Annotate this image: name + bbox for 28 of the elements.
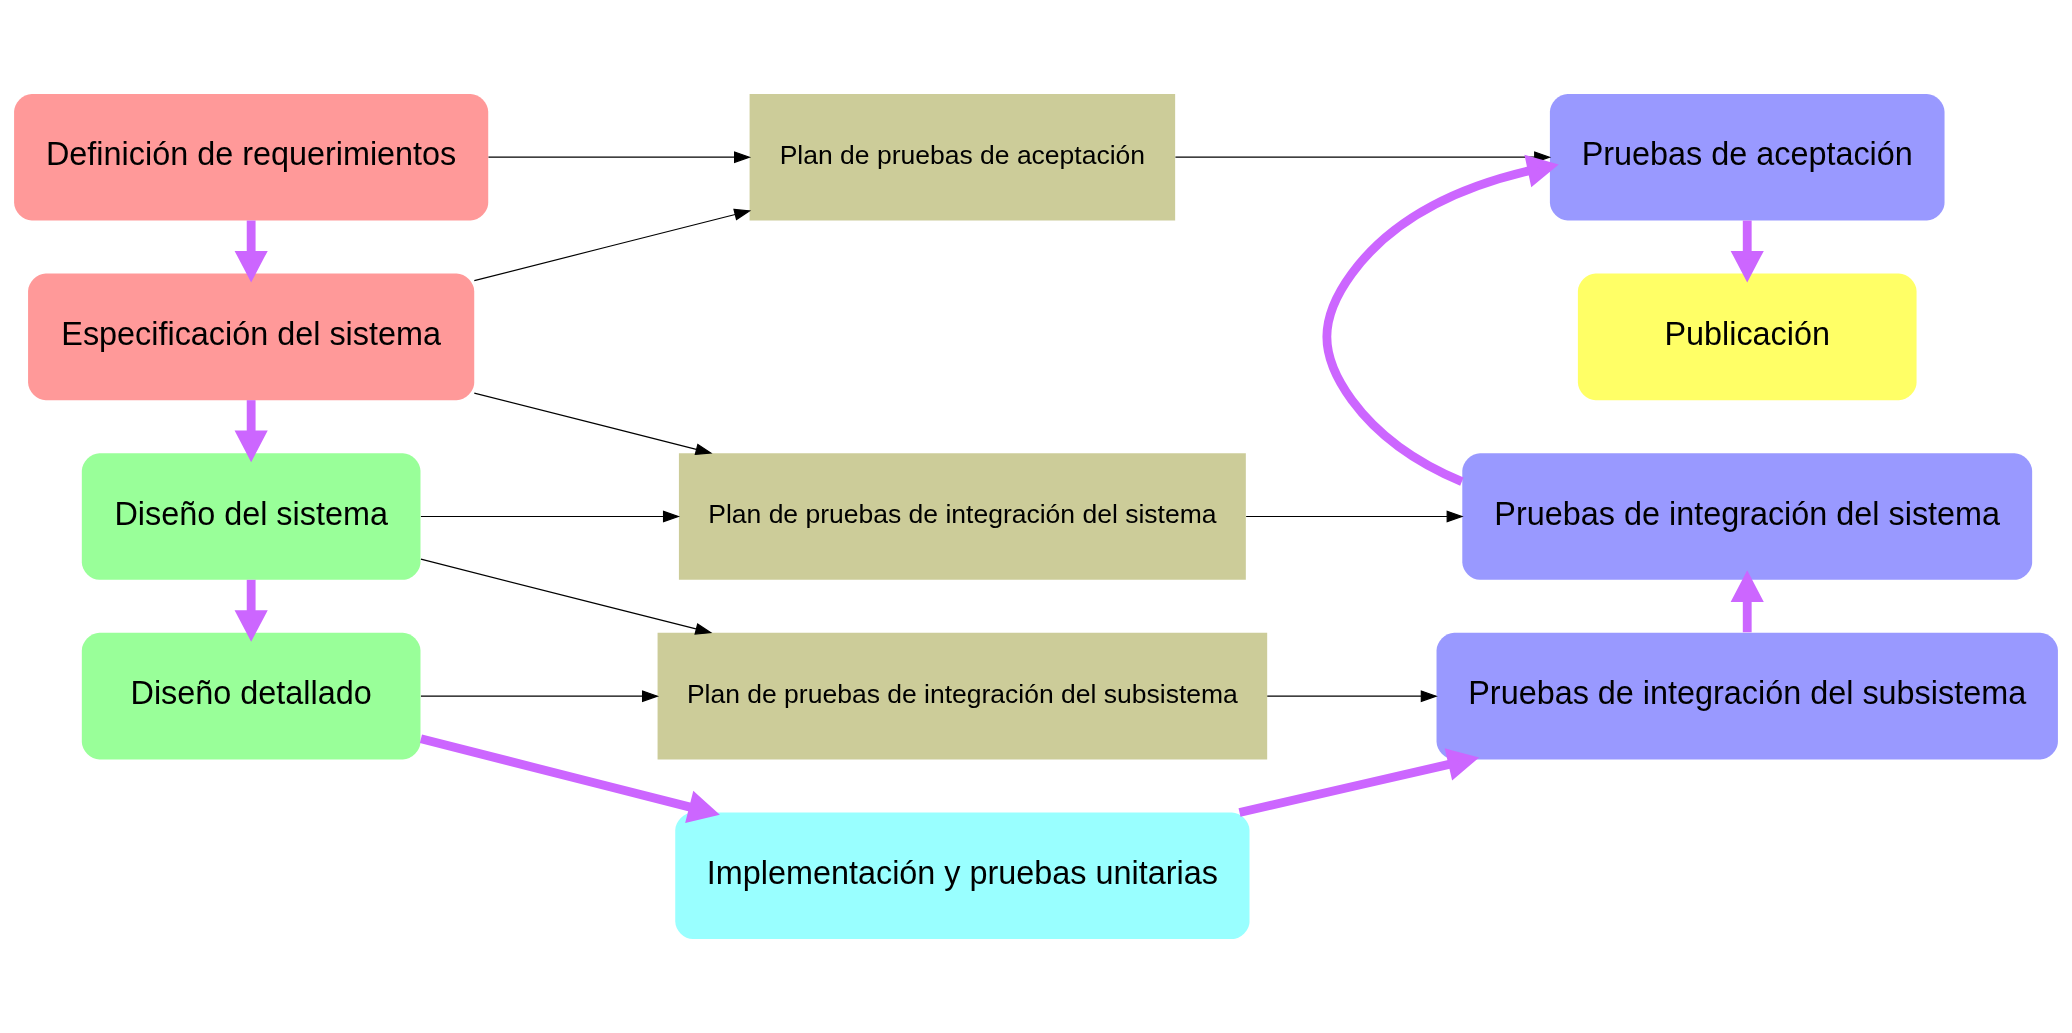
arrow xyxy=(419,734,720,823)
node-box: Publicación xyxy=(1577,273,1917,401)
arrow xyxy=(487,151,752,164)
node-box: Pruebas de aceptación xyxy=(1549,93,1945,221)
node-box: Pruebas de integración del sistema xyxy=(1462,453,2033,580)
node-box: Diseño detallado xyxy=(81,632,421,760)
node-box: Plan de pruebas de aceptación xyxy=(749,93,1176,221)
node-box: Plan de pruebas de integración del subsistema xyxy=(657,632,1268,760)
arrow xyxy=(1730,570,1764,633)
node-box: Pruebas de integración del subsistema xyxy=(1436,632,2058,760)
arrow xyxy=(420,558,713,635)
arrow xyxy=(234,579,268,642)
arrow xyxy=(1322,154,1559,486)
arrow xyxy=(234,400,268,463)
node-box: Diseño del sistema xyxy=(81,453,421,580)
arrow xyxy=(473,392,713,456)
arrow xyxy=(234,220,268,283)
node-box: Implementación y pruebas unitarias xyxy=(675,812,1250,940)
arrow xyxy=(420,690,660,703)
node-box: Definición de requerimientos xyxy=(14,93,489,221)
node-box: Plan de pruebas de integración del sistema xyxy=(678,453,1246,580)
arrow xyxy=(1266,690,1438,703)
node-box: Especificación del sistema xyxy=(28,273,475,401)
arrow xyxy=(1730,220,1764,283)
arrow xyxy=(473,208,752,282)
arrow xyxy=(420,510,681,523)
arrow xyxy=(1238,748,1480,817)
arrow xyxy=(1245,510,1464,523)
